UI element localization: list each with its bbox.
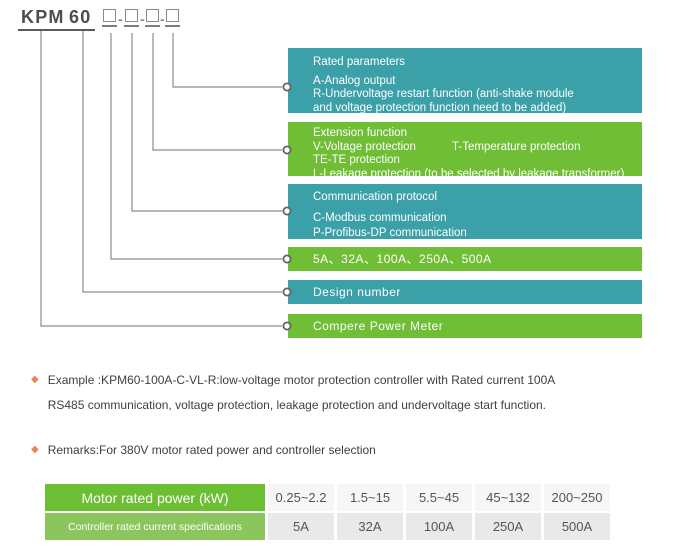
dash-separator: - [140, 11, 145, 27]
callout-design-number: Design number [288, 280, 642, 304]
placeholder-box-icon [166, 9, 179, 22]
dash-separator: - [160, 11, 165, 27]
diamond-bullet-icon: ◆ [31, 444, 39, 455]
table-cell: 1.5~15 [337, 484, 403, 511]
model-design-number: 60 [66, 7, 96, 31]
callout-line: L-Leakage protection (to be selected by … [313, 167, 625, 180]
table-cell: 5A [268, 513, 334, 540]
table-header-controller-current: Controller rated current specifications [45, 513, 265, 540]
table-cell: 32A [337, 513, 403, 540]
callout-heading: 5A、32A、100A、250A、500A [313, 252, 492, 266]
callout-heading: Compere Power Meter [313, 319, 444, 333]
model-prefix: KPM [18, 7, 69, 31]
spec-table: Motor rated power (kW) 0.25~2.2 1.5~15 5… [45, 484, 610, 540]
callout-rated-parameters: Rated parameters A-Analog output R-Under… [288, 48, 642, 114]
model-placeholder-2 [124, 9, 139, 27]
callout-product-name: Compere Power Meter [288, 314, 642, 338]
table-cell: 500A [544, 513, 610, 540]
model-placeholder-1 [102, 9, 117, 27]
model-placeholder-3 [145, 9, 160, 27]
example-note: ◆ Example :KPM60-100A-C-VL-R:low-voltage… [31, 368, 555, 418]
diamond-bullet-icon: ◆ [31, 374, 39, 385]
table-cell: 200~250 [544, 484, 610, 511]
callout-heading: Rated parameters [313, 56, 406, 68]
placeholder-box-icon [103, 9, 116, 22]
example-text: Example :KPM60-100A-C-VL-R:low-voltage m… [48, 368, 556, 418]
callout-rated-current-options: 5A、32A、100A、250A、500A [288, 247, 642, 271]
callout-line-left: V-Voltage protection [313, 140, 416, 153]
remarks-note: ◆ Remarks:For 380V motor rated power and… [31, 440, 376, 460]
callout-line: A-Analog output [313, 74, 396, 87]
table-cell: 250A [475, 513, 541, 540]
table-cell: 45~132 [475, 484, 541, 511]
placeholder-box-icon [146, 9, 159, 22]
callout-line: TE-TE protection [313, 154, 400, 166]
table-header-motor-power: Motor rated power (kW) [45, 484, 265, 511]
table-cell: 5.5~45 [406, 484, 472, 511]
dash-separator: - [118, 11, 123, 27]
callout-line: and voltage protection function need to … [313, 101, 567, 114]
callout-heading: Communication protocol [313, 191, 438, 203]
callout-line: V-Voltage protection T-Temperature protec… [313, 141, 642, 155]
remarks-text: Remarks:For 380V motor rated power and c… [47, 443, 376, 457]
table-cell: 0.25~2.2 [268, 484, 334, 511]
callout-line-right: T-Temperature protection [452, 140, 581, 153]
example-line-1: Example :KPM60-100A-C-VL-R:low-voltage m… [47, 373, 556, 387]
callout-line: C-Modbus communication [313, 211, 447, 224]
callout-line: P-Profibus-DP communication [313, 227, 467, 239]
table-cell: 100A [406, 513, 472, 540]
callout-communication-protocol: Communication protocol C-Modbus communic… [288, 184, 642, 239]
placeholder-box-icon [125, 9, 138, 22]
example-line-2: RS485 communication, voltage protection,… [47, 398, 547, 412]
model-placeholder-4 [165, 9, 180, 27]
callout-heading: Extension function [313, 127, 407, 139]
callout-line: R-Undervoltage restart function (anti-sh… [313, 88, 574, 100]
callout-heading: Design number [313, 285, 401, 299]
